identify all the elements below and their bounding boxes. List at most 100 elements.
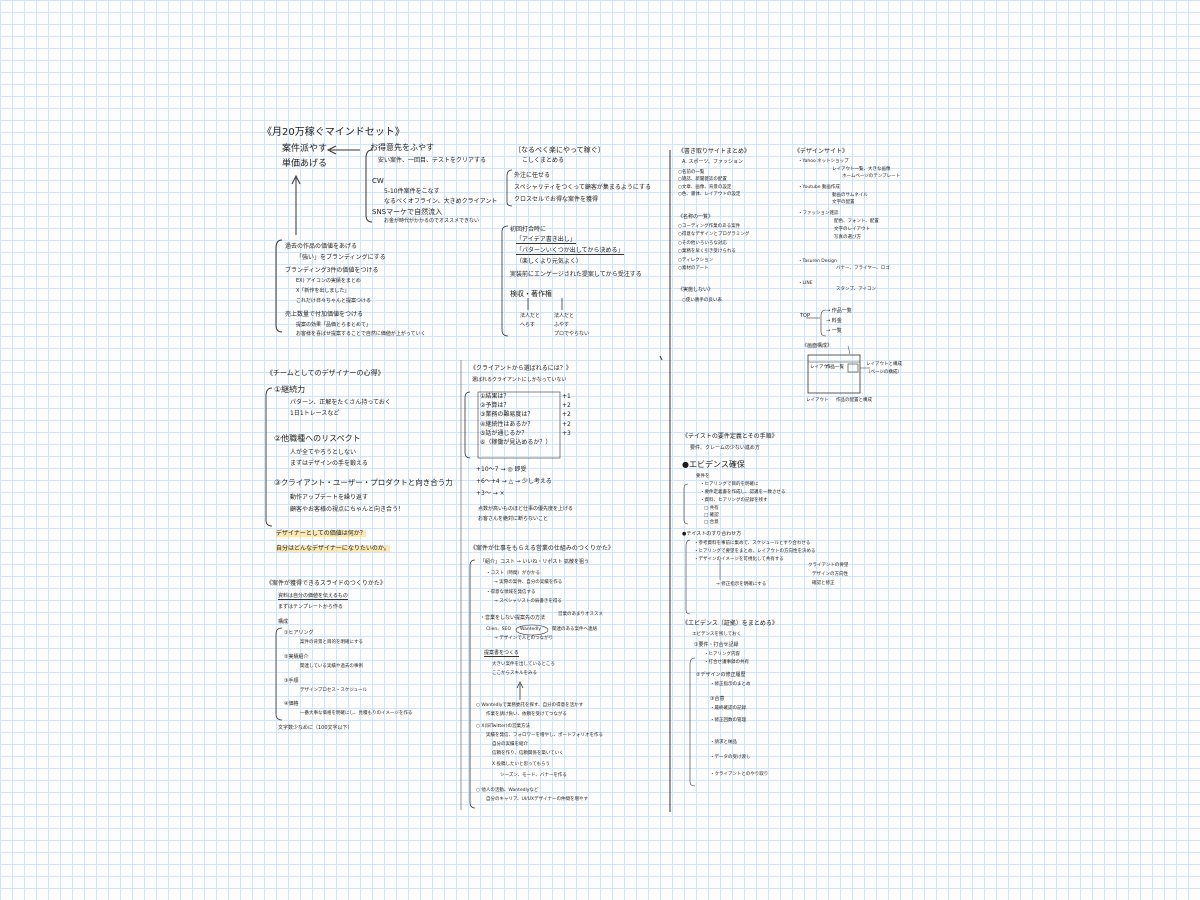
evidence-summary-3b: ・修正回数の管理 — [710, 718, 746, 723]
top-item-works: → 作品一覧 — [826, 308, 852, 314]
tip-regular-clients: お得意先をふやす — [370, 143, 434, 152]
design-site-yahoo-detail-2: ホームページのテンプレート — [842, 174, 901, 179]
evidence-item-3: ・資料、ヒアリングの記録を残す — [700, 498, 768, 503]
slides-step-process-detail: デザインプロセス・スケジュール — [300, 688, 368, 693]
design-site-tasuren: ・Tasuren Design — [798, 259, 837, 264]
sketch-box-label: 作品一覧 — [826, 365, 844, 370]
tip-regular-clients-detail: 安い案件、一回目、テストをクリアする — [378, 157, 487, 164]
evidence-check-agree: □ 合意 — [704, 520, 719, 525]
x-method-4: X 投稿したいと思ってもらう — [492, 762, 551, 767]
evidence-summary-2a: ・修正指示のまとめ — [710, 682, 751, 687]
value-sales: 売上数量で付加価値をつける — [285, 311, 364, 318]
slides-step-hearing-detail: 案件の背景と目的を明確にする — [300, 640, 364, 645]
team-designer-title: 《チームとしてのデザイナーの心得》 — [266, 369, 385, 377]
slides-step-results-detail: 関連している実績や過去の事例 — [300, 664, 363, 669]
point-1-detail-1: パターン、正解をたくさん持っておく — [290, 399, 391, 406]
corp-increase-3: プロでやらない — [554, 331, 590, 337]
value-sales-detail-2: お客様を喜ばせ提案することで自然に価値が上がっていく — [296, 331, 426, 337]
cw-detail-2: なるべくオフライン、大きめクライアント — [384, 198, 498, 205]
value-branding-note: これだけ日々ちゃんと提案つける — [296, 298, 372, 304]
criteria-item: ⑤話が通じるか？ — [480, 429, 528, 437]
evidence-summary-3c: ・請求と納品 — [710, 740, 737, 745]
evidence-summary-3: ③合意 — [710, 696, 725, 702]
sales-no-sales: ・営業をしない提案先の方法 — [480, 615, 546, 621]
taste-align-2: ・ヒアリングで要望をまとめ、レイアウトの方向性を決める — [694, 549, 816, 554]
x-method: ○ X(旧Twitter)の営業方法 — [476, 724, 531, 729]
sketch-bottom-2: 作品の配置と構成 — [836, 398, 872, 403]
names-list: ○コーディング作業のある案件 ○得意なデザインとプログラミング ○その他いろいろ… — [678, 224, 749, 271]
slides-step-price: ④価格 — [284, 701, 299, 707]
evidence-summary-1: ①要件・打合せ記録 — [694, 642, 739, 648]
sales-referral: 「紹介」コスト → いいね・リポスト 拡散を狙う — [480, 559, 589, 565]
taste-align-5: クライアントの要望 — [808, 563, 849, 568]
sales-channel-1: Clien、SEO — [486, 627, 512, 632]
taste-requirements-sub: 要件、クレームの少ない進め方 — [690, 445, 760, 451]
point-2-detail-1: 人が全てやろうとしない — [290, 449, 357, 456]
sites-title: 《書き取りサイトまとめ》 — [678, 148, 751, 155]
sketch-note-2: （ページの構成） — [866, 370, 902, 375]
mindset-title: 《月20万稼ぐマインドセット》 — [262, 127, 405, 138]
sales-channel-2: Wantedly — [520, 627, 542, 632]
design-site-youtube-detail-1: 動画のサムネイル — [832, 193, 868, 198]
criteria-score: +2 — [562, 420, 571, 428]
design-site-yahoo: ・Yahoo ネットショップ — [798, 159, 849, 164]
cw-label: CW — [372, 177, 384, 185]
x-method-3: 信頼を作り、信頼関係を築いていく — [492, 751, 564, 756]
criteria-score: +3 — [562, 429, 571, 437]
evidence-item-0: 要件を — [696, 474, 710, 479]
criteria-item: ②予算は？ — [480, 402, 510, 410]
design-site-line-detail: スタンプ、アイコン — [836, 287, 877, 292]
names-title: 《名称の一覧》 — [678, 214, 714, 220]
inspection-copyright: 検収・著作権 — [510, 290, 552, 298]
other-method: ○ 他人の活動、Wantedlyなど — [476, 788, 539, 793]
sales-referral-3: ・得意な領域を発信する — [486, 590, 536, 595]
sites-item: ○文章、画像、背景の設定 — [678, 184, 732, 190]
easy-earn-item-3: クロスセルでお得な案件を獲得 — [514, 196, 599, 203]
x-method-1: 実績を発信、フォロワーを増やし、ポートフォリオを作る — [486, 733, 603, 738]
names-item: ○ディレクション — [678, 257, 714, 263]
sales-channel-3: 関連のある案件へ連絡 — [552, 627, 597, 632]
before-implementation: 実装前にエンゲージされた提案してから受注する — [510, 271, 642, 278]
slides-step-results: ②実績紹介 — [284, 654, 309, 660]
slides-text-limit: 文字数少なめに（100文字以下） — [278, 725, 353, 731]
evidence-summary-3a: ・最終確認の記録 — [710, 706, 746, 711]
design-site-magazine-detail-2: 文字のレイアウト — [834, 227, 870, 232]
value-branding: ブランディング3件の価値をつける — [285, 267, 379, 274]
taste-align-4: → 修正指示を明確にする — [716, 582, 767, 587]
sales-referral-1: ・コスト（時間）がかかる — [486, 571, 540, 576]
sketch-side-label: レイアウト — [810, 365, 833, 370]
proposal-detail-2: ここからスキルをみる — [492, 671, 537, 676]
not-do-item: ○使い勝手の良い表 — [682, 298, 722, 303]
client-choice-title: 《クライアントから選ばれるには？》 — [470, 365, 572, 372]
proposal-detail-1: 大きい案件を出しているところ — [492, 662, 555, 667]
evidence-summary-title: 《エビデンス（証拠）をまとめる》 — [682, 620, 778, 627]
slides-step-price-detail: 一番大事な価格を明確にし、見積もりのイメージを作る — [300, 711, 413, 716]
slides-step-hearing: ①ヒアリング — [284, 630, 314, 636]
top-item-price: → 料金 — [826, 318, 842, 324]
sites-item: ○雑誌、新聞雑誌の配置 — [678, 177, 727, 183]
sales-channel-note: 営業のあまりオススメ — [558, 612, 603, 617]
sites-list: ○名前の一覧 ○雑誌、新聞雑誌の配置 ○文章、画像、背景の設定 ○色、書体、レイ… — [678, 170, 740, 198]
taste-requirements-title: 《テイストの要件定義とその手順》 — [682, 433, 778, 440]
score-rule-2: +6〜+4 → △ → 少し考える — [476, 478, 552, 485]
easy-earn-item-2: スペシャリティをつくって顧客が集まるようにする — [514, 184, 651, 191]
sns-label: SNSマーケで自然流入 — [372, 208, 443, 216]
sketch-bottom-1: レイアウト — [806, 398, 829, 403]
design-site-magazine-detail-3: 写真の選び方 — [834, 235, 861, 240]
first-meeting-note: （楽しくより元気よく） — [516, 258, 582, 265]
taste-align-1: ・参考資料を事前に集めて、スケジュールとすり合わせる — [694, 541, 811, 546]
design-site-tasuren-detail: バナー、フライヤー、ロゴ — [836, 266, 890, 271]
slides-title: 《案件が獲得できるスライドのつくりかた》 — [266, 580, 386, 587]
wantedly-method-detail: 作業を請け負い、依頼を受けてつながる — [486, 712, 567, 717]
taste-align-heading: ●テイストのすり合わせ方 — [682, 531, 742, 537]
client-choice-sub: 選ばれるクライアントにしかなっていない — [472, 377, 567, 383]
value-sales-detail-1: 提案の効果「品価とらまとめて」 — [296, 322, 372, 328]
client-criteria-list: ①結果は？ ②予算は？ ③業務の難易度は？ ④継続性はあるか？ ⑤話が通じるか？… — [480, 393, 551, 446]
wantedly-method: ○ Wantedlyで業務委託を探す、自分の得意を活かす — [476, 703, 584, 708]
point-3-detail-2: 顧客やお客様の視点にちゃんと向き合う！ — [290, 506, 405, 513]
not-do-title: 《実施しない》 — [678, 287, 714, 293]
design-site-magazine: ・ファッション雑誌 — [798, 211, 839, 216]
bracket — [275, 239, 283, 333]
taste-align-6: デザインの方向性 — [812, 572, 848, 577]
criteria-item: ⑥（稼働が見込めるか？） — [480, 438, 552, 446]
